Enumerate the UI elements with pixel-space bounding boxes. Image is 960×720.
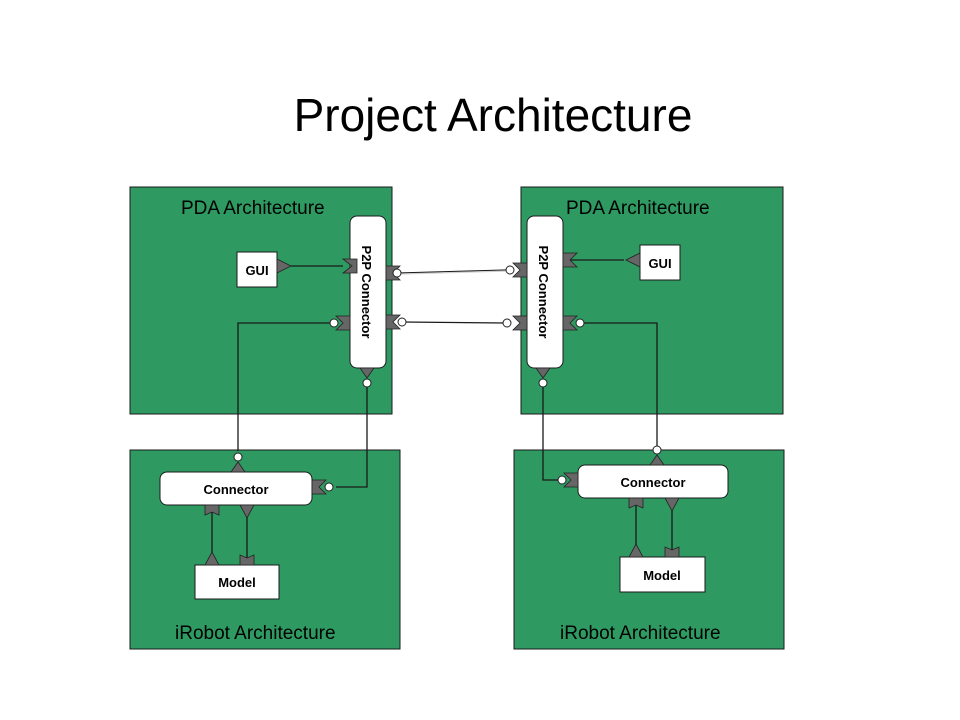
connector-port-left-right xyxy=(563,472,579,488)
p2p-connector-label-right: P2P Connector xyxy=(536,246,551,339)
gui-box-right xyxy=(639,244,681,281)
gui-box-left xyxy=(236,251,278,288)
p2p-socket-side-left xyxy=(329,318,339,328)
pda-architecture-panel-right xyxy=(520,186,784,415)
wire-p2p-bottom-to-connector-right xyxy=(542,386,562,481)
p2p-port-top-right xyxy=(512,262,528,278)
p2p-port-gui-right xyxy=(562,252,578,268)
model-box-left xyxy=(194,564,280,600)
connector-label-left: Connector xyxy=(204,482,269,497)
model-port-up-b-right xyxy=(664,546,680,558)
wire-p2p-top-link xyxy=(399,269,508,274)
slide-title: Project Architecture xyxy=(293,89,693,141)
model-box-right xyxy=(619,556,706,593)
wire-p2p-bottom-to-connector-left xyxy=(336,386,368,488)
p2p-socket-bottom-right xyxy=(502,318,512,328)
p2p-port-side-right xyxy=(562,315,578,331)
connector-socket-top-left xyxy=(233,452,243,462)
model-label-right: Model xyxy=(643,568,681,583)
model-port-up-b-left xyxy=(239,554,255,566)
p2p-port-down-right xyxy=(535,367,551,379)
connector-port-top-right xyxy=(649,454,665,466)
wire-p2p-bottom-link xyxy=(401,321,505,324)
p2p-socket-down-left xyxy=(362,378,372,388)
connector-port-down-a-right xyxy=(628,497,644,509)
p2p-port-down-left xyxy=(359,367,375,379)
p2p-connector-label-left: P2P Connector xyxy=(359,246,374,339)
gui-port-left xyxy=(276,258,292,274)
connector-label-right: Connector xyxy=(621,475,686,490)
pda-panel-label-left: PDA Architecture xyxy=(181,198,325,219)
wire-p2p-right-to-connector-right xyxy=(578,322,658,446)
irobot-panel-label-right: iRobot Architecture xyxy=(560,623,721,644)
wire-p2p-top-link-highlight xyxy=(399,270,508,275)
p2p-socket-top-right xyxy=(505,265,515,275)
connector-socket-top-right xyxy=(652,445,662,455)
gui-label-left: GUI xyxy=(245,263,268,278)
p2p-socket-top-left xyxy=(392,268,402,278)
connector-port-top-left xyxy=(230,461,246,473)
p2p-socket-bottom-left xyxy=(397,317,407,327)
pda-panel-label-right: PDA Architecture xyxy=(566,198,710,219)
p2p-port-bottom-right xyxy=(512,315,528,331)
gui-label-right: GUI xyxy=(648,256,671,271)
model-label-left: Model xyxy=(218,575,256,590)
p2p-port-bottom-left xyxy=(385,314,401,330)
connector-port-down-b-right xyxy=(664,497,680,512)
p2p-socket-down-right xyxy=(538,378,548,388)
connector-port-down-b-left xyxy=(239,504,255,519)
gui-port-right xyxy=(625,252,641,268)
p2p-port-gui-left xyxy=(341,258,358,274)
p2p-port-side-left xyxy=(335,315,351,331)
model-port-up-a-left xyxy=(204,551,220,566)
connector-port-right-left xyxy=(311,479,327,495)
pda-architecture-panel-left xyxy=(129,186,393,415)
irobot-panel-label-left: iRobot Architecture xyxy=(175,623,336,644)
connector-port-down-a-left xyxy=(204,504,220,516)
model-port-up-a-right xyxy=(628,543,644,558)
wire-p2p-left-to-connector-left xyxy=(237,322,334,451)
connector-socket-right-left xyxy=(324,482,334,492)
p2p-socket-side-right xyxy=(575,318,585,328)
connector-socket-left-right xyxy=(557,475,567,485)
